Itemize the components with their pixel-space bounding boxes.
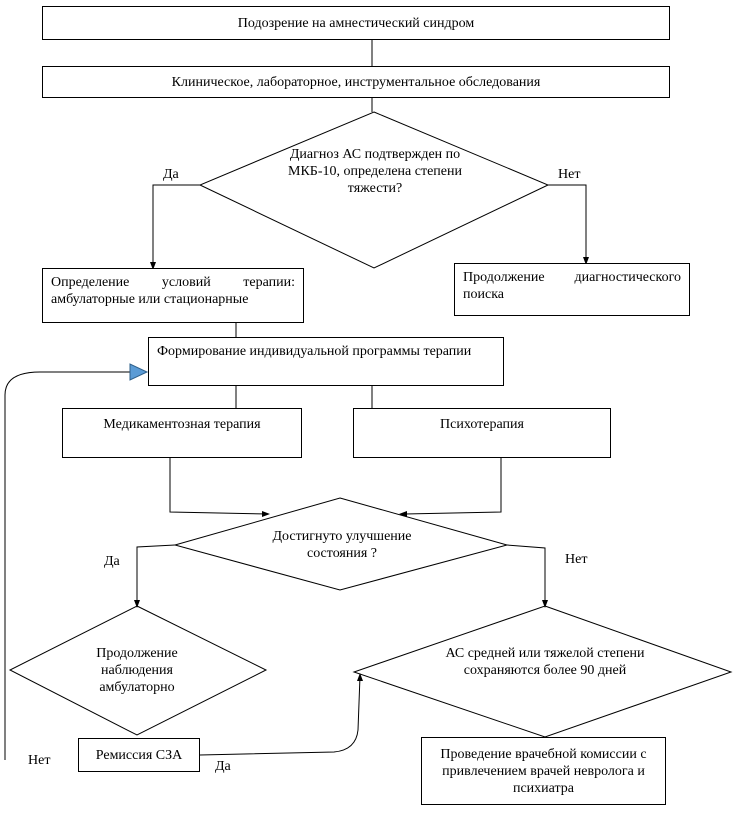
edge-loop-no — [4, 371, 130, 760]
node-suspicion: Подозрение на амнестический синдром — [42, 6, 670, 40]
node-diagnosis-question: Диагноз АС подтвержден по МКБ-10, опреде… — [288, 147, 462, 196]
observation-diamond — [8, 605, 268, 736]
improvement-diamond — [173, 497, 509, 591]
loop-arrowhead — [129, 363, 149, 381]
node-therapy-conditions: Определение условий терапии: амбулаторны… — [42, 268, 304, 323]
label-remission-yes: Да — [215, 759, 231, 774]
edge-diag-no — [548, 184, 587, 263]
edge-diag-yes — [152, 184, 200, 268]
diagnosis-diamond — [198, 111, 550, 269]
label-loop-no: Нет — [28, 753, 51, 768]
label-diag-no: Нет — [558, 167, 581, 182]
node-remission: Ремиссия СЗА — [78, 738, 200, 772]
label-diag-yes: Да — [163, 167, 179, 182]
node-continue-observation: Продолжение наблюдения амбулаторно — [96, 646, 178, 695]
label-improve-no: Нет — [565, 552, 588, 567]
edge-improve-no — [506, 544, 546, 606]
edge-psychotherapy-improvement — [404, 458, 502, 515]
node-improvement-question: Достигнуто улучшение состояния ? — [272, 529, 412, 561]
node-medication: Медикаментозная терапия — [62, 408, 302, 458]
node-individual-program: Формирование индивидуальной программы те… — [148, 337, 504, 386]
node-persist-question: АС средней или тяжелой степени сохраняют… — [445, 646, 645, 678]
node-commission: Проведение врачебной комиссии с привлече… — [421, 737, 666, 805]
edge-remission-persist — [199, 675, 361, 756]
node-examination: Клиническое, лабораторное, инструменталь… — [42, 66, 670, 98]
node-continue-search: Продолжение диагностического поиска — [454, 263, 690, 316]
node-psychotherapy: Психотерапия — [353, 408, 611, 458]
edge-medication-improvement — [169, 458, 269, 515]
edge-improve-yes — [136, 544, 176, 606]
label-improve-yes: Да — [104, 554, 120, 569]
